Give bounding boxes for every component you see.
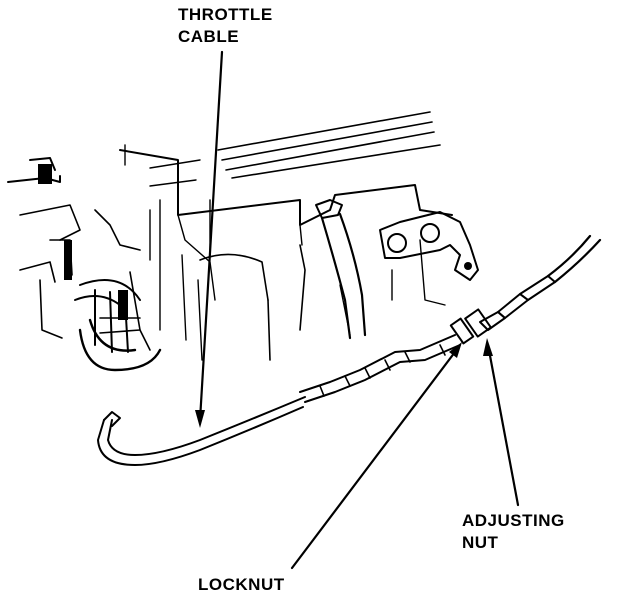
throttle-cable-leader bbox=[198, 50, 224, 422]
adjusting-nut-leader bbox=[486, 343, 520, 507]
leader-lines bbox=[195, 50, 520, 570]
adjusting-nut-label-line1: ADJUSTING bbox=[462, 511, 565, 530]
throttle-cable bbox=[97, 234, 602, 466]
throttle-cable-arrowhead bbox=[195, 410, 205, 428]
throttle-cable-label-line2: CABLE bbox=[178, 27, 240, 46]
throttle-cable-label-line1: THROTTLE bbox=[178, 5, 273, 24]
locknut-arrowhead bbox=[449, 342, 462, 358]
intake-manifold bbox=[119, 111, 453, 361]
adjusting-nut-label-line2: NUT bbox=[462, 533, 499, 552]
throttle-cable-label: THROTTLE CABLE bbox=[178, 4, 273, 48]
locknut-label: LOCKNUT bbox=[198, 575, 285, 594]
locknut-leader bbox=[290, 346, 460, 570]
adjusting-nut-label: ADJUSTING NUT bbox=[462, 510, 565, 554]
throttle-linkage bbox=[315, 199, 479, 340]
throttle-body bbox=[7, 157, 162, 372]
adjusting-nut-arrowhead bbox=[483, 338, 493, 356]
